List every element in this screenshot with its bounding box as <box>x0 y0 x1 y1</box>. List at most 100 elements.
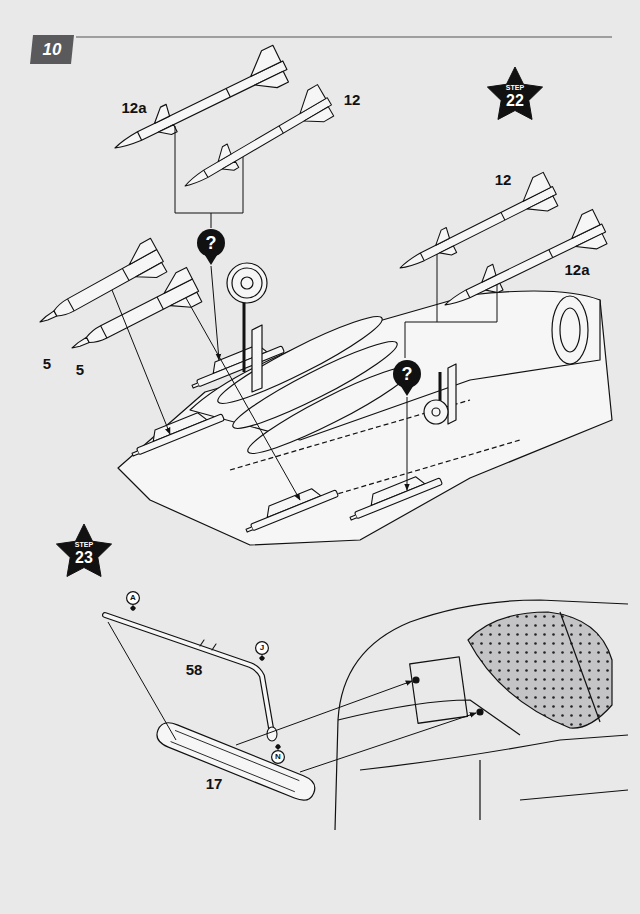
part-number: 58 <box>184 662 205 679</box>
leader-lines <box>405 254 497 358</box>
leader-lines <box>300 713 476 772</box>
callout-text: ? <box>402 365 413 383</box>
leader-lines <box>236 681 412 745</box>
probe-rod <box>267 727 277 741</box>
callout-text: N <box>275 753 281 761</box>
paint-drop <box>130 605 136 611</box>
forward-fuselage <box>480 760 628 820</box>
star-shape <box>487 67 542 119</box>
aircraft-underside <box>448 364 456 424</box>
aircraft-underside <box>252 325 262 392</box>
aircraft-underside <box>432 408 440 416</box>
probe-rod <box>200 640 216 650</box>
probe-rod <box>105 615 277 741</box>
forward-fuselage <box>477 709 483 715</box>
missile-parts <box>175 84 337 199</box>
missile-parts <box>30 44 610 363</box>
aircraft-underside <box>190 291 600 440</box>
pod-part <box>171 730 300 791</box>
probe-rod <box>105 615 271 728</box>
paint-drop <box>275 744 281 750</box>
text-stack: STEP 22 <box>506 84 524 109</box>
text-stack: A <box>130 594 136 602</box>
leader-lines <box>407 397 408 490</box>
leader-lines <box>186 298 300 500</box>
aircraft-underside <box>242 357 418 464</box>
probe-rod <box>105 615 271 728</box>
leader-lines <box>112 126 497 500</box>
aircraft-underside <box>241 277 253 289</box>
aircraft-underside <box>243 300 246 372</box>
part-number: 12 <box>342 92 363 109</box>
leader-lines <box>211 266 219 360</box>
forward-fuselage <box>360 735 628 770</box>
part-number: 12a <box>119 100 148 117</box>
aircraft-underside <box>560 308 580 352</box>
paint-callout: J <box>255 641 269 655</box>
option-marker: ? <box>393 360 421 388</box>
number-plate <box>30 35 74 64</box>
forward-fuselage <box>560 612 600 722</box>
text-stack: 10 <box>43 41 62 58</box>
callout-ring <box>272 751 285 764</box>
step-number: 22 <box>506 93 524 109</box>
pod-part <box>154 719 319 804</box>
pod-part <box>154 719 319 804</box>
callout-text: ? <box>206 234 217 252</box>
star-shape <box>56 524 111 576</box>
part-number: 12 <box>493 172 514 189</box>
forward-fuselage <box>468 612 612 728</box>
missile-parts <box>105 44 292 163</box>
text-stack: ? <box>402 365 413 383</box>
forward-fuselage <box>410 657 468 723</box>
option-marker: ? <box>197 229 225 257</box>
pin-head <box>197 229 225 257</box>
page-number-box: 10 <box>30 35 74 64</box>
step-number: 23 <box>75 550 93 566</box>
missile-parts <box>30 238 168 337</box>
step-star: STEP 23 <box>55 522 113 580</box>
callout-text: A <box>130 594 136 602</box>
leader-lines <box>211 213 212 228</box>
paint-callout: N <box>271 750 285 764</box>
missile-parts <box>63 267 204 363</box>
text-stack: ? <box>206 234 217 252</box>
callout-ring <box>127 592 140 605</box>
missile-parts <box>436 209 611 320</box>
step-word: STEP <box>506 84 524 91</box>
aircraft-underside <box>552 296 588 364</box>
part-number: 5 <box>74 362 86 379</box>
forward-fuselage <box>413 677 419 683</box>
leader-lines <box>108 622 176 740</box>
forward-fuselage <box>335 600 628 830</box>
callout-ring <box>256 642 269 655</box>
paint-drop <box>259 655 265 661</box>
text-stack: N <box>275 753 281 761</box>
aircraft-underside <box>439 372 442 402</box>
step-word: STEP <box>75 541 93 548</box>
part-number: 12a <box>562 262 591 279</box>
aircraft-underside <box>127 405 224 457</box>
leader-lines <box>175 126 243 213</box>
aircraft-underside <box>424 400 448 424</box>
page-rule <box>76 36 612 37</box>
callout-text: 10 <box>43 41 62 58</box>
aircraft-underside <box>232 268 262 298</box>
step-star: STEP 22 <box>486 65 544 123</box>
text-stack: STEP 23 <box>75 541 93 566</box>
aircraft-underside <box>187 337 284 389</box>
aircraft-underside <box>227 263 267 303</box>
forward-fuselage <box>335 600 628 830</box>
aircraft-underside <box>345 469 442 521</box>
leader-lines <box>108 622 476 772</box>
forward-fuselage <box>338 700 520 735</box>
part-number: 5 <box>41 356 53 373</box>
text-stack: J <box>260 644 264 652</box>
paint-callout: A <box>126 591 140 605</box>
pin-head <box>393 360 421 388</box>
leader-lines <box>112 290 170 434</box>
part-number: 17 <box>204 776 225 793</box>
